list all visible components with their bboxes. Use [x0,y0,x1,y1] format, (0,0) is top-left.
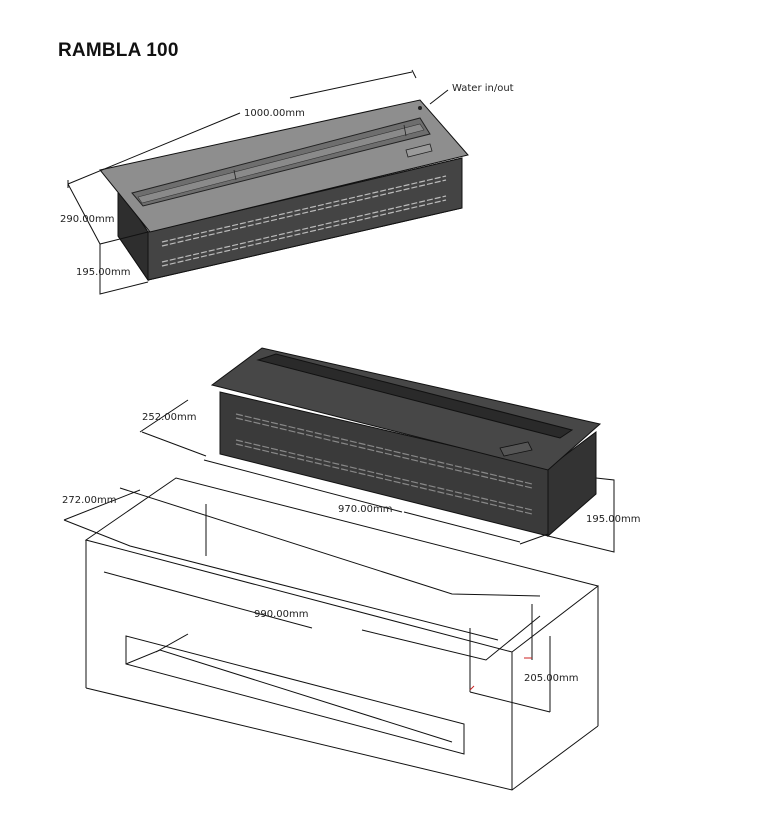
dim-top-depth: 290.00mm [60,214,114,225]
cavity-drawing [63,477,600,791]
insert-unit-drawing: 252.00mm 970.00mm 195.00mm [139,347,640,553]
dim-insert-length: 970.00mm [338,504,392,515]
dim-insert-depth: 252.00mm [142,412,196,423]
product-title: RAMBLA 100 [58,40,179,61]
dim-insert-height: 195.00mm [586,514,640,525]
top-unit-drawing: 1000.00mm 290.00mm 195.00mm Water in/out [60,69,514,295]
dim-top-height: 195.00mm [76,267,130,278]
water-in-out-callout: Water in/out [452,83,514,94]
dim-cavity-height: 205.00mm [524,673,578,684]
dim-cavity-depth: 272.00mm [62,495,116,506]
dim-top-length: 1000.00mm [244,108,305,119]
dim-cavity-length: 990.00mm [254,609,308,620]
